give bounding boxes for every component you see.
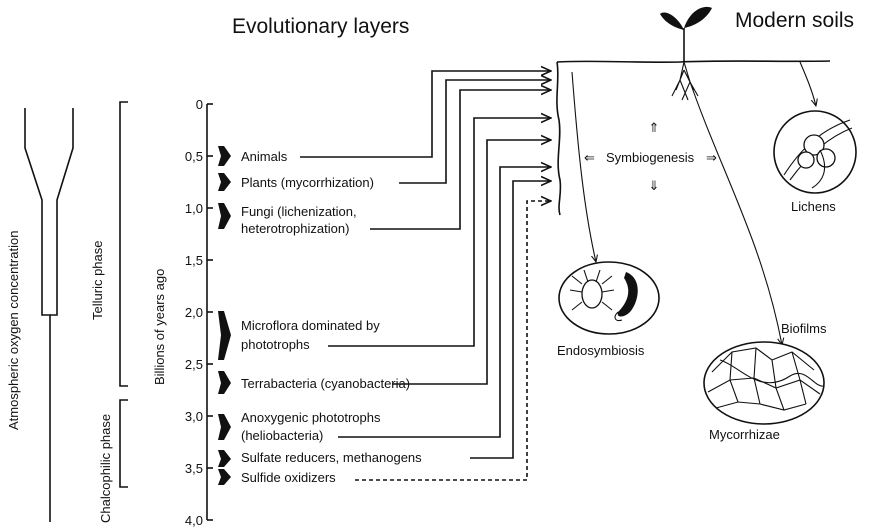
biofilms-label: Biofilms bbox=[781, 321, 827, 336]
evolutionary-layers-title: Evolutionary layers bbox=[232, 15, 409, 38]
tick-label: 0 bbox=[196, 97, 203, 112]
period-brackets bbox=[218, 146, 231, 485]
layer-microflora-line2: phototrophs bbox=[241, 337, 310, 352]
oxygen-label: Atmospheric oxygen concentration bbox=[6, 231, 21, 430]
soil-surface-line bbox=[557, 61, 830, 62]
connector-anoxygenic bbox=[338, 167, 551, 437]
axis-label: Billions of years ago bbox=[152, 269, 167, 385]
layer-sulfide: Sulfide oxidizers bbox=[241, 470, 336, 485]
lichens-label: Lichens bbox=[791, 199, 836, 214]
layer-sulfate: Sulfate reducers, methanogens bbox=[241, 450, 422, 465]
symbiogenesis-group: ⇑ ⇐ Symbiogenesis ⇒ ⇓ bbox=[584, 120, 717, 193]
bracket-plants bbox=[218, 173, 231, 191]
tick-label: 0,5 bbox=[185, 149, 203, 164]
tick-label: 3,5 bbox=[185, 461, 203, 476]
bracket-terrabacteria bbox=[218, 371, 231, 394]
layer-plants: Plants (mycorrhization) bbox=[241, 175, 374, 190]
oxygen-concentration-shape bbox=[25, 108, 73, 522]
layer-labels: Animals Plants (mycorrhization) Fungi (l… bbox=[241, 149, 422, 485]
layer-microflora-line1: Microflora dominated by bbox=[241, 318, 380, 333]
bracket-animals bbox=[218, 146, 231, 166]
connector-microflora bbox=[328, 118, 551, 346]
endosymbiosis-illustration bbox=[559, 262, 659, 334]
bracket-anoxygenic bbox=[218, 414, 231, 440]
layer-terrabacteria: Terrabacteria (cyanobacteria) bbox=[241, 376, 410, 391]
symbio-up-arrow: ⇑ bbox=[649, 120, 660, 135]
arrow-to-mycorrhizae bbox=[688, 76, 782, 345]
symbio-right-arrow: ⇒ bbox=[706, 150, 717, 165]
chalcophilic-bracket bbox=[120, 400, 128, 487]
mycorrhizae-illustration bbox=[704, 342, 824, 424]
layer-anoxygenic-line2: (heliobacteria) bbox=[241, 428, 323, 443]
connector-sulfide bbox=[355, 201, 551, 480]
mycorrhizae-label: Mycorrhizae bbox=[709, 427, 780, 442]
bracket-sulfide bbox=[218, 469, 231, 485]
tick-label: 3,0 bbox=[185, 409, 203, 424]
bracket-sulfate bbox=[218, 450, 231, 467]
symbiogenesis-label: Symbiogenesis bbox=[606, 150, 695, 165]
layer-anoxygenic-line1: Anoxygenic phototrophs bbox=[241, 410, 381, 425]
tick-label: 1,0 bbox=[185, 201, 203, 216]
chalcophilic-phase-label: Chalcophilic phase bbox=[98, 414, 113, 523]
arrow-to-lichens bbox=[800, 62, 816, 106]
bracket-microflora bbox=[218, 311, 231, 360]
layer-animals: Animals bbox=[241, 149, 288, 164]
telluric-bracket bbox=[120, 102, 128, 386]
arrow-to-endosymbiosis bbox=[572, 72, 596, 262]
layer-fungi-line2: heterotrophization) bbox=[241, 221, 349, 236]
lichens-illustration bbox=[774, 111, 856, 193]
tick-label: 4,0 bbox=[185, 513, 203, 528]
symbio-down-arrow: ⇓ bbox=[649, 178, 660, 193]
connector-animals bbox=[300, 71, 551, 157]
tick-label: 2,0 bbox=[185, 305, 203, 320]
layer-fungi-line1: Fungi (lichenization, bbox=[241, 204, 357, 219]
connector-fungi bbox=[370, 90, 551, 229]
endosymbiosis-label: Endosymbiosis bbox=[557, 343, 645, 358]
modern-soils-title: Modern soils bbox=[735, 9, 854, 32]
telluric-phase-label: Telluric phase bbox=[90, 241, 105, 321]
bracket-fungi bbox=[218, 203, 231, 229]
connector-sulfate bbox=[470, 181, 551, 458]
soil-profile-edge bbox=[557, 62, 561, 215]
plant-icon bbox=[660, 7, 712, 100]
symbio-left-arrow: ⇐ bbox=[584, 150, 595, 165]
axis-ticks bbox=[207, 104, 213, 520]
tick-label: 2,5 bbox=[185, 357, 203, 372]
tick-label: 1,5 bbox=[185, 253, 203, 268]
axis-tick-labels: 0 0,5 1,0 1,5 2,0 2,5 3,0 3,5 4,0 bbox=[185, 97, 203, 528]
